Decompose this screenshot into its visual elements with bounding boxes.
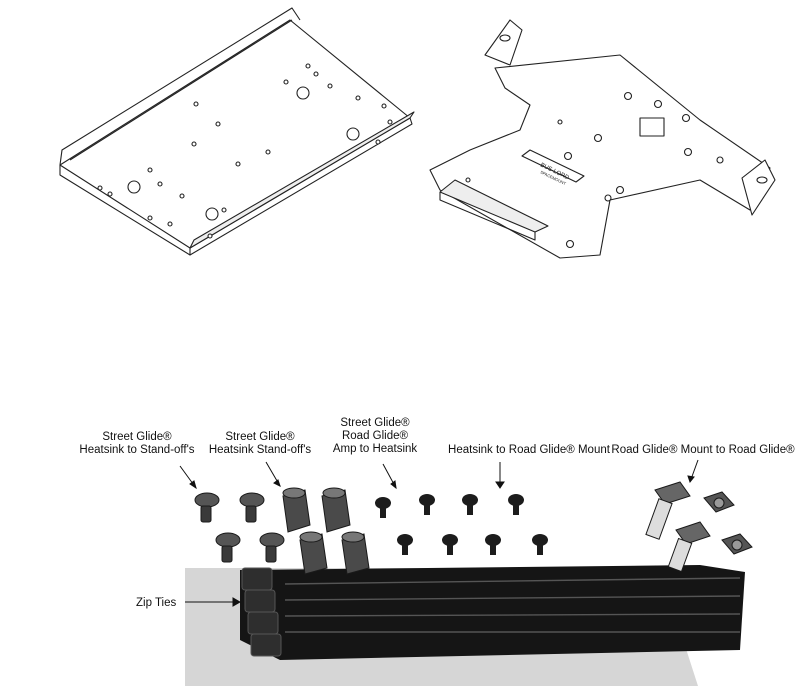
label-mount-to-road-glide: Road Glide® Mount to Road Glide® xyxy=(611,444,795,456)
street-glide-standoffs xyxy=(282,487,370,575)
amp-to-heatsink-screws xyxy=(375,494,458,555)
plate-holes xyxy=(465,91,724,249)
label-sg-screws-line2: Heatsink to Stand-off's xyxy=(79,444,194,456)
callout-arrows xyxy=(179,459,699,607)
label-amp-line1: Street Glide® xyxy=(340,417,410,429)
heatsink-tray xyxy=(59,7,415,256)
callout-labels: Street Glide® Heatsink to Stand-off's St… xyxy=(79,417,795,609)
label-sg-screws-line1: Street Glide® xyxy=(102,431,172,443)
label-amp-line2: Road Glide® xyxy=(342,430,409,442)
label-sg-standoffs-line2: Heatsink Stand-off's xyxy=(209,444,312,456)
label-zip-ties: Zip Ties xyxy=(136,597,177,609)
plate-label: BUS-LORD SPACEMOUNT xyxy=(521,149,585,186)
road-glide-mount: BUS-LORD SPACEMOUNT xyxy=(429,19,776,259)
heatsink-to-mount-screws xyxy=(462,494,548,555)
street-glide-heatsink-screws xyxy=(194,492,285,563)
label-heatsink-to-mount: Heatsink to Road Glide® Mount xyxy=(448,444,611,456)
tray-holes xyxy=(97,63,393,239)
road-glide-mount-bolts xyxy=(645,481,753,573)
label-amp-line3: Amp to Heatsink xyxy=(333,443,418,455)
zip-ties xyxy=(240,565,745,660)
label-sg-standoffs-line1: Street Glide® xyxy=(225,431,295,443)
